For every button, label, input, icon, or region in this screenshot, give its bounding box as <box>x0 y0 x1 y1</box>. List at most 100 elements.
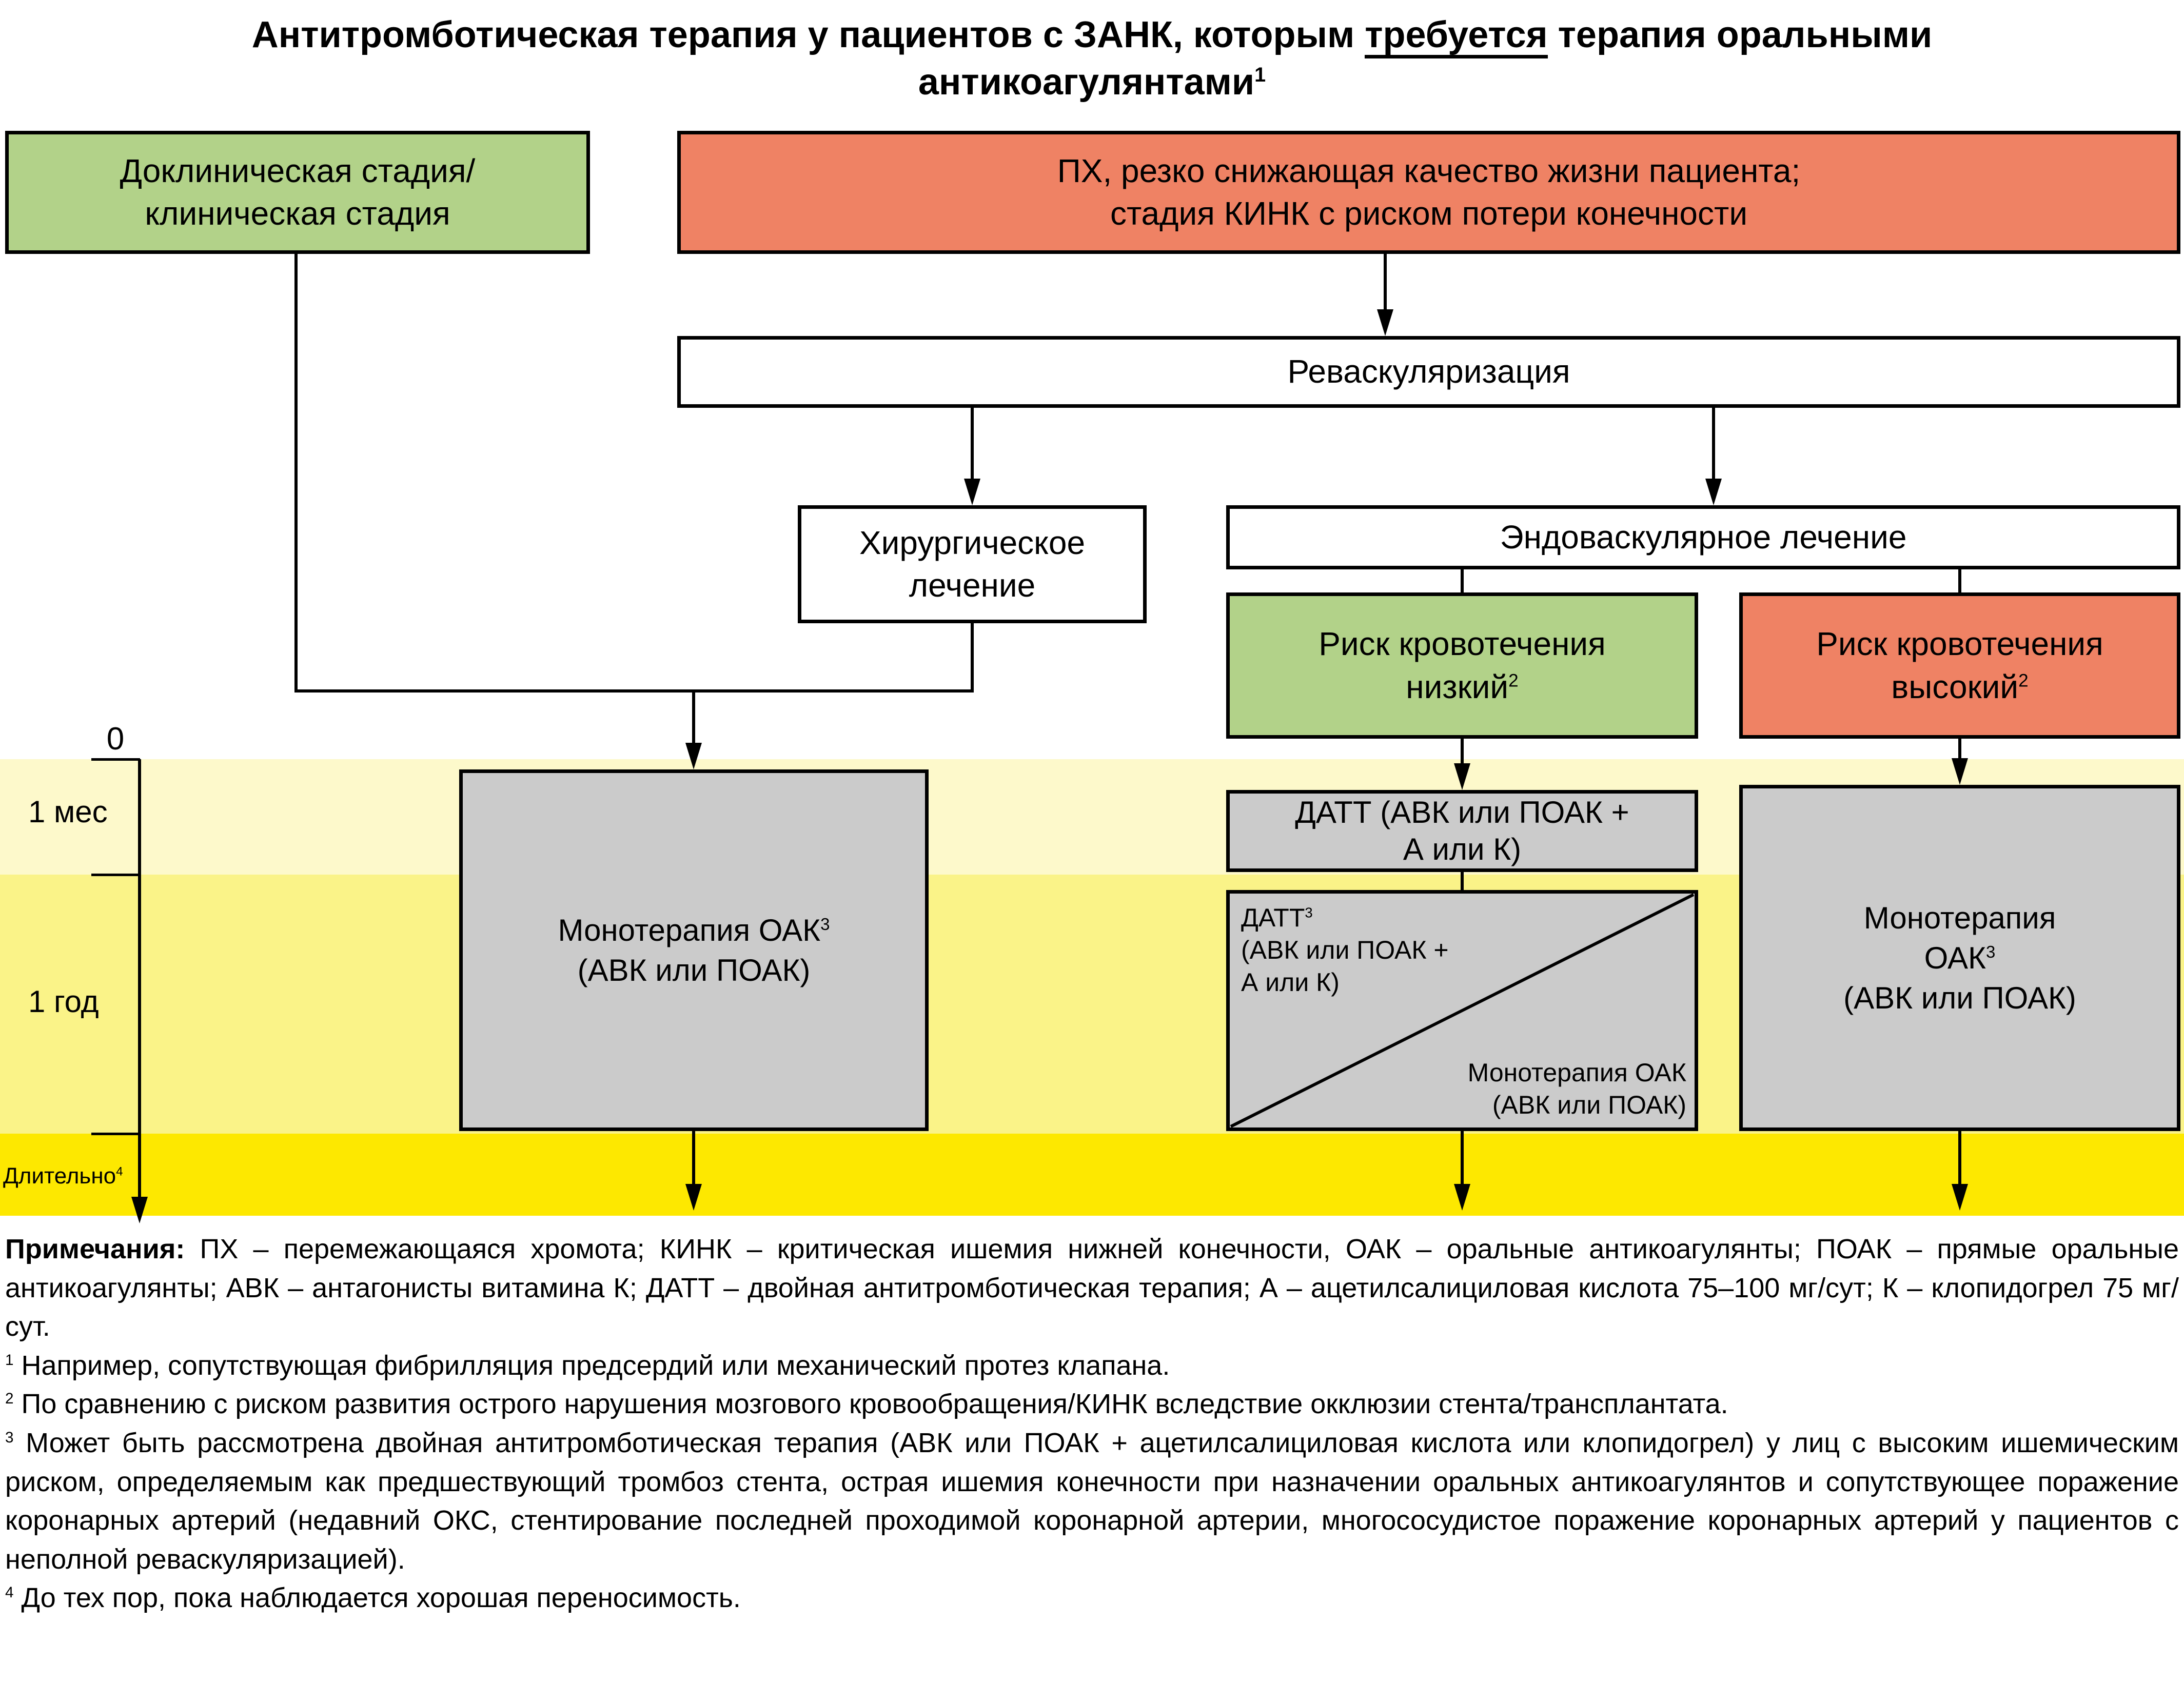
box-text: ДАТТ (АВК или ПОАК + <box>1295 795 1629 829</box>
split-box-datt-text: ДАТТ3 (АВК или ПОАК + А или К) <box>1241 902 1449 999</box>
footnote-text: Например, сопутствующая фибрилляция пред… <box>13 1350 1170 1381</box>
timeline-axis-line <box>138 759 141 1198</box>
bleeding-risk-high-box: Риск кровотечения высокий2 <box>1739 592 2180 739</box>
connector-line <box>1461 569 1464 592</box>
notes-intro-text: ПХ – перемежающаяся хромота; КИНК – крит… <box>5 1234 2179 1342</box>
box-text: ОАК <box>1924 940 1986 975</box>
connector-line <box>692 692 695 744</box>
footnote-marker: 3 <box>1985 942 1996 961</box>
title-text: Антитромботическая терапия у пациентов с… <box>251 14 1365 55</box>
timeline-longterm-label: Длительно4 <box>3 1163 123 1189</box>
arrowhead <box>964 479 980 505</box>
footnote-text: По сравнению с риском развития острого н… <box>13 1389 1728 1420</box>
box-text: (АВК или ПОАК + <box>1241 936 1449 964</box>
datt-box: ДАТТ (АВК или ПОАК + А или К) <box>1226 790 1698 872</box>
box-text: А или К) <box>1241 968 1340 997</box>
timeline-arrowhead <box>131 1197 148 1223</box>
connector-line <box>1461 1131 1464 1185</box>
bleeding-risk-low-box: Риск кровотечения низкий2 <box>1226 592 1698 739</box>
severe-claudication-box: ПХ, резко снижающая качество жизни пацие… <box>677 131 2180 254</box>
box-text: Эндоваскулярное лечение <box>1500 518 1907 556</box>
connector-line <box>294 689 974 692</box>
footnote-marker: 4 <box>116 1164 123 1179</box>
footnote-text: Может быть рассмотрена двойная антитромб… <box>5 1427 2179 1575</box>
notes-abbreviations: Примечания: ПХ – перемежающаяся хромота;… <box>5 1230 2179 1347</box>
connector-line <box>1712 408 1715 480</box>
footnote-marker: 2 <box>5 1390 14 1408</box>
title-line2: антикоагулянтами1 <box>0 58 2184 106</box>
timeline-tick <box>91 1133 140 1135</box>
box-text: низкий <box>1406 668 1509 705</box>
timeline-longterm-text: Длительно <box>3 1163 116 1189</box>
title-text: терапия оральными <box>1547 14 1933 55</box>
box-text: (АВК или ПОАК) <box>577 953 811 987</box>
connector-line <box>692 1131 695 1185</box>
box-text: Риск кровотечения <box>1816 625 2103 663</box>
footnote-marker: 2 <box>1508 670 1519 691</box>
footnote-text: До тех пор, пока наблюдается хорошая пер… <box>13 1582 741 1614</box>
box-text: Доклиническая стадия/ <box>120 152 476 189</box>
notes-section: Примечания: ПХ – перемежающаяся хромота;… <box>5 1230 2179 1618</box>
box-text: А или К) <box>1403 832 1522 866</box>
timeline-zero-label: 0 <box>106 721 125 757</box>
connector-line <box>1958 1131 1961 1185</box>
box-text: (АВК или ПОАК) <box>1843 980 2076 1015</box>
preclinical-stage-box: Доклиническая стадия/ клиническая стадия <box>5 131 590 254</box>
footnote-marker: 2 <box>2018 670 2029 691</box>
diagonal-divider <box>1230 894 1695 1127</box>
box-text: ОАК3 <box>1924 938 1996 978</box>
footnote-marker: 3 <box>5 1429 14 1446</box>
endovascular-treatment-box: Эндоваскулярное лечение <box>1226 505 2180 569</box>
box-text: Риск кровотечения <box>1319 625 1606 663</box>
timeline-tick <box>91 874 140 876</box>
title-line1: Антитромботическая терапия у пациентов с… <box>0 11 2184 58</box>
arrowhead <box>1454 763 1470 790</box>
box-text: высокий <box>1891 668 2019 705</box>
connector-line <box>1384 254 1387 310</box>
surgical-treatment-box: Хирургическое лечение <box>798 505 1147 623</box>
box-text: лечение <box>909 567 1036 604</box>
box-text: высокий2 <box>1891 666 2028 708</box>
connector-line <box>294 254 298 692</box>
footnote-marker: 3 <box>820 914 830 934</box>
footnote-3: 3 Может быть рассмотрена двойная антитро… <box>5 1424 2179 1579</box>
arrowhead <box>685 1184 702 1211</box>
timeline-tick <box>91 758 140 761</box>
box-text: клиническая стадия <box>145 195 450 232</box>
connector-line <box>1958 569 1961 592</box>
footnote-marker: 3 <box>1305 904 1313 921</box>
datt-to-monotherapy-split-box: ДАТТ3 (АВК или ПОАК + А или К) Монотерап… <box>1226 890 1698 1131</box>
oac-monotherapy-right-box: Монотерапия ОАК3 (АВК или ПОАК) <box>1739 785 2180 1131</box>
footnote-marker: 1 <box>5 1351 14 1369</box>
footnote-1: 1 Например, сопутствующая фибрилляция пр… <box>5 1347 2179 1386</box>
connector-line <box>1461 739 1464 764</box>
box-text: Монотерапия <box>1863 900 2056 935</box>
box-text: ДАТТ3 <box>1241 902 1449 934</box>
footnote-4: 4 До тех пор, пока наблюдается хорошая п… <box>5 1579 2179 1618</box>
oac-monotherapy-left-box: Монотерапия ОАК3 (АВК или ПОАК) <box>459 769 929 1131</box>
revascularization-box: Реваскуляризация <box>677 336 2180 408</box>
notes-label: Примечания: <box>5 1234 185 1264</box>
footnote-marker: 1 <box>1254 64 1266 87</box>
arrowhead <box>1377 309 1393 336</box>
arrowhead <box>685 743 702 769</box>
arrowhead <box>1705 479 1722 505</box>
box-text: (АВК или ПОАК) <box>1492 1091 1686 1119</box>
box-text: Монотерапия ОАК <box>1467 1058 1686 1087</box>
arrowhead <box>1454 1184 1470 1211</box>
box-text: ПХ, резко снижающая качество жизни пацие… <box>1057 152 1801 189</box>
timeline-1month-label: 1 мес <box>28 795 108 829</box>
box-text: Монотерапия ОАК3 <box>558 911 830 951</box>
page-title: Антитромботическая терапия у пациентов с… <box>0 11 2184 106</box>
connector-line <box>971 623 974 692</box>
connector-line <box>1958 739 1961 760</box>
title-underlined-word: требуется <box>1365 15 1548 58</box>
footnote-marker: 4 <box>5 1584 14 1601</box>
connector-line <box>1461 872 1464 890</box>
box-text: Монотерапия ОАК <box>558 913 821 947</box>
box-text: ДАТТ <box>1241 903 1305 932</box>
split-box-monotherapy-text: Монотерапия ОАК (АВК или ПОАК) <box>1468 1057 1686 1121</box>
box-text: Реваскуляризация <box>1287 353 1570 390</box>
box-text: Хирургическое <box>859 524 1086 561</box>
